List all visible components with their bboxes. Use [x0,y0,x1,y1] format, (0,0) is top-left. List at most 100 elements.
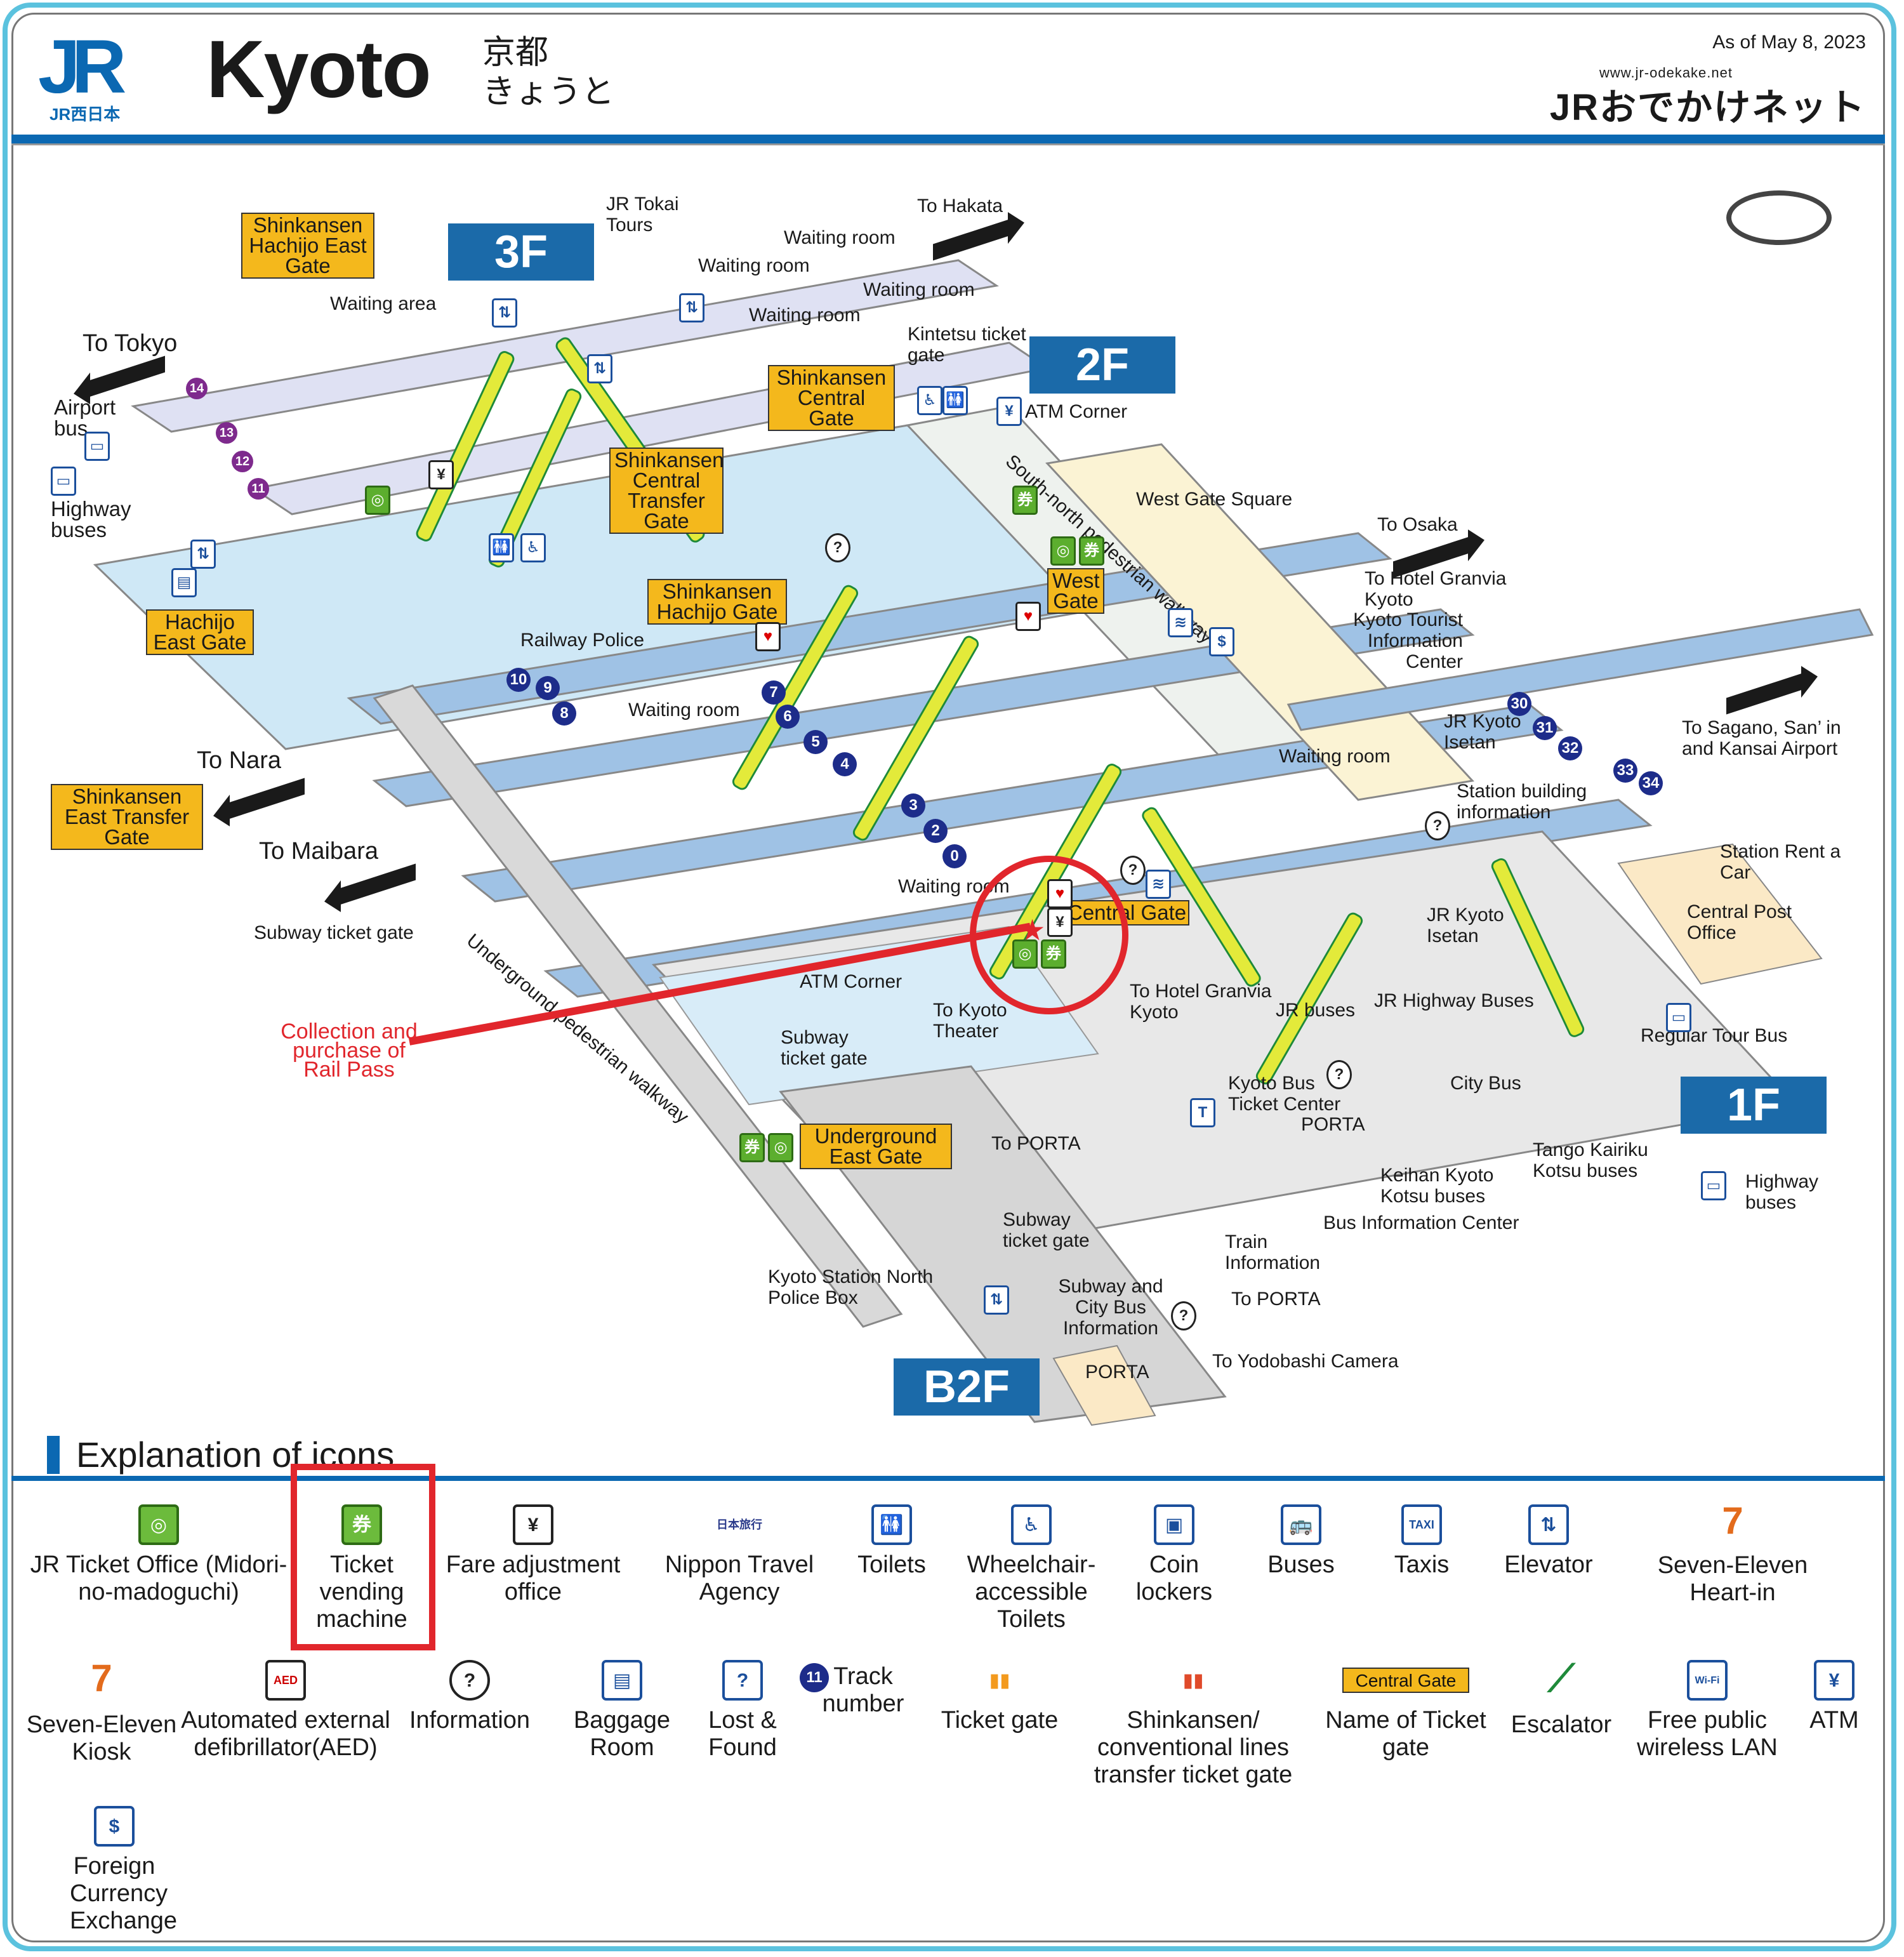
gate-west[interactable]: West Gate [1047,568,1104,614]
track-number: 33 [1613,759,1637,783]
label-porta-b2: PORTA [1085,1362,1149,1383]
legend-label: Foreign Currency Exchange [70,1853,178,1934]
lost-found-icon: ? [722,1660,763,1701]
legend-label: Coin lockers [1135,1551,1213,1605]
gate-underground-east[interactable]: Underground East Gate [800,1124,952,1169]
ticket-vending-icon: 券 [341,1504,382,1545]
seven-eleven-heartin-icon: 7 [1712,1495,1753,1546]
aed-icon: AED [265,1660,306,1701]
label-jr-isetan-lower: JR Kyoto Isetan [1427,905,1504,946]
outer-frame [3,3,1896,1951]
legend-label: Seven-Eleven Kiosk [26,1711,177,1765]
bus-icon: ▭ [84,432,110,461]
elevator-icon: ⇅ [190,540,216,569]
info-icon: ? [825,533,850,562]
label-railway-police: Railway Police [520,630,645,651]
gate-shinkansen-central-transfer[interactable]: Shinkansen Central Transfer Gate [609,448,724,534]
info-icon: ? [449,1660,490,1701]
direction-to-porta-1: To PORTA [991,1133,1081,1154]
taxi-icon: TAXI [1401,1504,1442,1545]
jr-ticket-office-icon[interactable]: ◎ [365,486,390,515]
info-icon: ? [1171,1301,1196,1330]
highlight-box [291,1464,435,1650]
label-train-information: Train Information [1225,1231,1321,1273]
legend-nippon-travel: 日本旅行 Nippon Travel Agency [654,1504,825,1606]
label-jr-tokai-tours: JR Tokai Tours [606,194,679,236]
legend-baggage-room: ▤ Baggage Room [559,1660,685,1761]
station-kana: きょうと [482,74,615,110]
jr-ticket-office-icon[interactable]: ◎ [1050,536,1076,566]
coin-locker-icon: ▣ [1154,1504,1194,1545]
legend-transfer-gate: ▮▮ Shinkansen/ conventional lines transf… [1073,1660,1314,1789]
jr-ticket-office-icon: ◎ [138,1504,179,1545]
gate-shinkansen-central[interactable]: Shinkansen Central Gate [768,365,895,431]
legend-buses: 🚌 Buses [1244,1504,1358,1579]
legend-elevator: ⇅ Elevator [1485,1504,1612,1579]
label-waiting-room-5: Waiting room [628,700,740,720]
legend-label: Ticket gate [941,1707,1059,1734]
direction-to-nara: To Nara [197,747,282,774]
ticket-vending-icon[interactable]: 券 [1079,536,1104,566]
label-waiting-room-6: Waiting room [1279,746,1391,767]
legend-wifi: Wi-Fi Free public wireless LAN [1625,1660,1790,1761]
track-number: 31 [1533,716,1557,740]
legend-label: Shinkansen/ conventional lines transfer … [1094,1707,1293,1788]
bus-icon: ▭ [1666,1003,1691,1032]
legend-seven-eleven-heartin: 7 Seven-Eleven Heart-in [1625,1495,1841,1607]
legend-label: Nippon Travel Agency [664,1551,814,1605]
ticket-vending-icon[interactable]: 券 [1012,486,1038,515]
floor-label-2f: 2F [1029,336,1175,394]
gate-shinkansen-hachijo-east[interactable]: Shinkansen Hachijo East Gate [241,213,374,279]
label-waiting-area: Waiting area [330,293,437,314]
legend-label: Automated external defibrillator(AED) [181,1707,390,1761]
toilets-icon: 🚻 [489,533,514,562]
label-airport-bus: Airport bus [54,395,116,440]
header-divider [11,135,1885,143]
direction-to-tokyo: To Tokyo [83,330,178,357]
gate-shinkansen-east-transfer[interactable]: Shinkansen East Transfer Gate [51,784,203,850]
station-name-japanese: 京都 きょうと [482,33,614,112]
legend-taxis: TAXI Taxis [1371,1504,1472,1579]
wheelchair-toilet-icon: ♿ [917,386,942,415]
track-number: 9 [536,676,560,700]
wheelchair-toilet-icon: ♿ [520,533,546,562]
taxi-icon: T [1190,1098,1215,1127]
legend-information: ? Information [393,1660,546,1734]
direction-to-yodobashi: To Yodobashi Camera [1212,1351,1399,1372]
label-jr-highway-buses: JR Highway Buses [1374,990,1534,1011]
legend-label: Ticket vending machine [316,1551,407,1633]
wifi-icon: Wi-Fi [1687,1660,1728,1701]
currency-exchange-icon: $ [1209,627,1234,656]
legend-label: Wheelchair-accessible Toilets [967,1551,1096,1633]
label-keihan-kyoto: Keihan Kyoto Kotsu buses [1380,1165,1494,1207]
legend-label: Elevator [1504,1551,1593,1578]
escalator-icon: ⟋ [1541,1650,1582,1705]
legend-ticket-vending: 券 Ticket vending machine [305,1504,419,1633]
label-station-rent-a-car: Station Rent a Car [1720,841,1841,883]
legend-label: Seven-Eleven Heart-in [1657,1552,1808,1606]
direction-to-kyoto-theater: To Kyoto Theater [933,1000,1007,1042]
label-regular-tour-bus: Regular Tour Bus [1641,1025,1788,1046]
direction-to-hotel-granvia-upper: To Hotel Granvia Kyoto [1365,568,1507,610]
atm-icon: ¥ [996,397,1022,426]
jr-ticket-office-icon[interactable]: ◎ [768,1133,793,1162]
track-number: 32 [1558,736,1582,760]
legend-divider [11,1476,1885,1481]
baggage-room-icon: ▤ [602,1660,642,1701]
legend-label: Free public wireless LAN [1637,1707,1778,1761]
gate-shinkansen-hachijo[interactable]: Shinkansen Hachijo Gate [647,579,787,625]
ticket-vending-icon[interactable]: 券 [739,1133,765,1162]
legend-label: Buses [1267,1551,1335,1578]
floor-label-1f: 1F [1681,1077,1827,1134]
currency-exchange-icon: $ [94,1806,135,1847]
label-subway-gate-2: Subway ticket gate [781,1027,868,1069]
label-station-building-info: Station building information [1457,781,1587,823]
label-waiting-room-2: Waiting room [698,255,810,276]
legend-label: Lost & Found [708,1707,777,1761]
legend-aed: AED Automated external defibrillator(AED… [178,1660,393,1761]
legend-label: Baggage Room [573,1707,671,1761]
gate-hachijo-east[interactable]: Hachijo East Gate [146,609,254,655]
elevator-icon: ⇅ [679,293,704,322]
jr-logo-sub: JR西日本 [50,105,121,124]
elevator-icon: ⇅ [984,1285,1009,1315]
